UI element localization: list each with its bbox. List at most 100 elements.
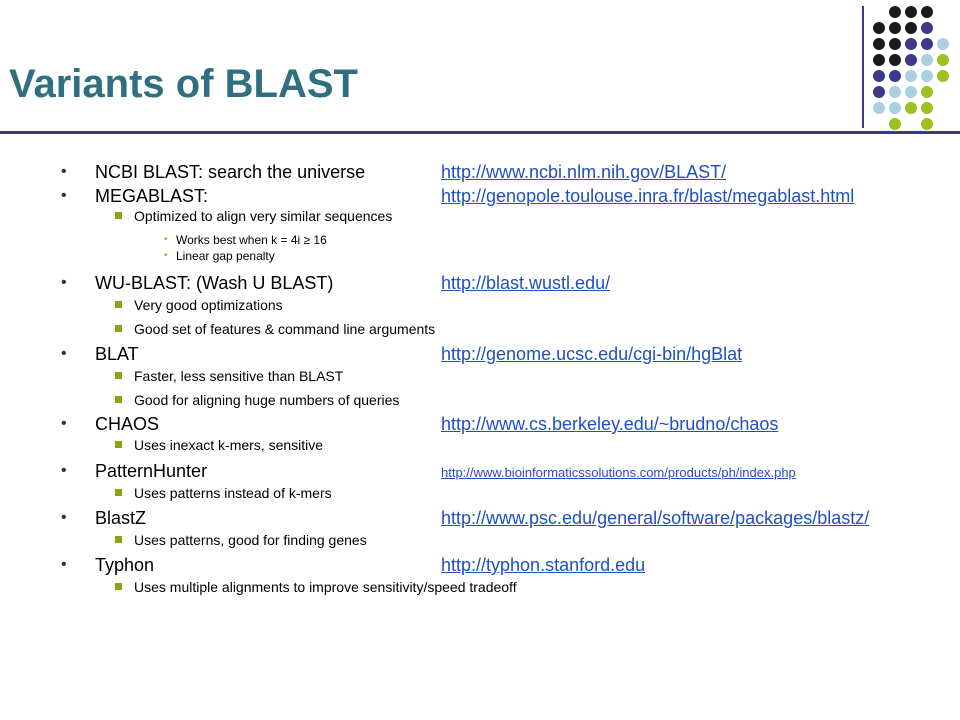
sub-bullet-item: Uses patterns instead of k-mers (115, 482, 332, 504)
decor-dot (905, 22, 917, 34)
bullet-item: • MEGABLAST: http://genopole.toulouse.inra… (61, 184, 854, 208)
bullet-item: • BlastZ http://www.psc.edu/general/softwa… (61, 506, 869, 530)
bullet-item: • PatternHunter http://www.bioinformaticss… (61, 459, 796, 483)
decor-dot (873, 54, 885, 66)
bullet-item-text: MEGABLAST: (95, 186, 209, 206)
bullet-icon: • (61, 187, 67, 204)
decor-dot (905, 54, 917, 66)
sub-bullet-item-text: Very good optimizations (134, 297, 283, 313)
bullet-icon: • (61, 274, 67, 291)
decor-dot (921, 22, 933, 34)
bullet-item: • NCBI BLAST: search the universe http://w… (61, 160, 726, 184)
subsub-bullet-item: • Linear gap penalty (164, 248, 275, 264)
decor-dot (937, 38, 949, 50)
decor-dot (921, 6, 933, 18)
sub-bullet-item: Uses inexact k-mers, sensitive (115, 434, 324, 456)
bullet-icon: • (61, 345, 67, 362)
decor-dot (873, 38, 885, 50)
bullet-icon: • (61, 462, 67, 479)
decor-vertical-rule (862, 6, 864, 128)
bullet-icon: • (61, 509, 67, 526)
decor-dot (889, 118, 901, 130)
sub-bullet-item-text: Uses patterns, good for finding genes (134, 532, 367, 548)
decor-dot (905, 102, 917, 114)
link[interactable]: http://genopole.toulouse.inra.fr/blast/m… (441, 186, 855, 206)
decor-dot (905, 70, 917, 82)
bullet-item-text: PatternHunter (95, 461, 208, 481)
link[interactable]: http://www.ncbi.nlm.nih.gov/BLAST/ (441, 162, 727, 182)
decor-dot (889, 54, 901, 66)
decor-dot (921, 86, 933, 98)
square-bullet-icon (115, 396, 122, 403)
decor-dot-grid (871, 6, 960, 130)
link[interactable]: http://blast.wustl.edu/ (441, 273, 611, 293)
sub-bullet-item-text: Uses multiple alignments to improve sens… (134, 579, 517, 595)
bullet-item-text: CHAOS (95, 414, 160, 434)
bullet-item: • Typhon http://typhon.stanford.edu (61, 553, 645, 577)
decor-dot (921, 102, 933, 114)
link[interactable]: http://genome.ucsc.edu/cgi-bin/hgBlat (441, 344, 743, 364)
decor-dot (889, 102, 901, 114)
bullet-icon: • (61, 163, 67, 180)
bullet-icon: • (61, 556, 67, 573)
subsub-bullet-item-text: Works best when k = 4i ≥ 16 (176, 233, 327, 247)
decor-dot (873, 22, 885, 34)
decor-dot (937, 54, 949, 66)
sub-bullet-item: Very good optimizations (115, 294, 283, 316)
link[interactable]: http://www.cs.berkeley.edu/~brudno/chaos (441, 414, 779, 434)
decor-dot (889, 86, 901, 98)
decor-dot (937, 70, 949, 82)
bullet-item: • CHAOS http://www.cs.berkeley.edu/~brudno… (61, 412, 778, 436)
square-bullet-icon (115, 372, 122, 379)
decor-dot (921, 54, 933, 66)
bullet-item: • WU-BLAST: (Wash U BLAST) http://blast.wu… (61, 271, 610, 295)
decor-dot (905, 38, 917, 50)
bullet-icon: • (61, 415, 67, 432)
square-bullet-icon (115, 441, 122, 448)
sub-bullet-item-text: Good for aligning huge numbers of querie… (134, 392, 400, 408)
small-bullet-icon: • (164, 250, 168, 261)
sub-bullet-item-text: Uses inexact k-mers, sensitive (134, 437, 324, 453)
link[interactable]: http://www.psc.edu/general/software/pack… (441, 508, 870, 528)
decor-dot (889, 70, 901, 82)
sub-bullet-item: Faster, less sensitive than BLAST (115, 365, 344, 387)
decor-dot (921, 118, 933, 130)
decor-dot (873, 86, 885, 98)
square-bullet-icon (115, 212, 122, 219)
square-bullet-icon (115, 489, 122, 496)
decor-dot (873, 70, 885, 82)
bullet-item-text: WU-BLAST: (Wash U BLAST) (95, 273, 334, 293)
decor-dot (905, 86, 917, 98)
square-bullet-icon (115, 583, 122, 590)
slide-title: Variants of BLAST (9, 62, 358, 106)
subsub-bullet-item: • Works best when k = 4i ≥ 16 (164, 232, 327, 248)
small-bullet-icon: • (164, 234, 168, 245)
sub-bullet-item-text: Optimized to align very similar sequence… (134, 208, 393, 224)
decor-dot (905, 6, 917, 18)
title-underline (0, 131, 960, 134)
square-bullet-icon (115, 325, 122, 332)
sub-bullet-item: Optimized to align very similar sequence… (115, 205, 393, 227)
link[interactable]: http://www.bioinformaticssolutions.com/p… (441, 465, 796, 480)
bullet-item-text: Typhon (95, 555, 155, 575)
bullet-item-text: BlastZ (95, 508, 147, 528)
sub-bullet-item: Good set of features & command line argu… (115, 318, 436, 340)
sub-bullet-item: Uses patterns, good for finding genes (115, 529, 367, 551)
square-bullet-icon (115, 301, 122, 308)
decor-dot (921, 38, 933, 50)
sub-bullet-item-text: Good set of features & command line argu… (134, 321, 436, 337)
bullet-item-text: NCBI BLAST: search the universe (95, 162, 366, 182)
sub-bullet-item: Good for aligning huge numbers of querie… (115, 389, 400, 411)
decor-dot (921, 70, 933, 82)
sub-bullet-item: Uses multiple alignments to improve sens… (115, 576, 517, 598)
sub-bullet-item-text: Faster, less sensitive than BLAST (134, 368, 344, 384)
subsub-bullet-item-text: Linear gap penalty (176, 249, 275, 263)
square-bullet-icon (115, 536, 122, 543)
decor-dot (889, 22, 901, 34)
sub-bullet-item-text: Uses patterns instead of k-mers (134, 485, 332, 501)
decor-dot (889, 38, 901, 50)
decor-dot (889, 6, 901, 18)
link[interactable]: http://typhon.stanford.edu (441, 555, 646, 575)
